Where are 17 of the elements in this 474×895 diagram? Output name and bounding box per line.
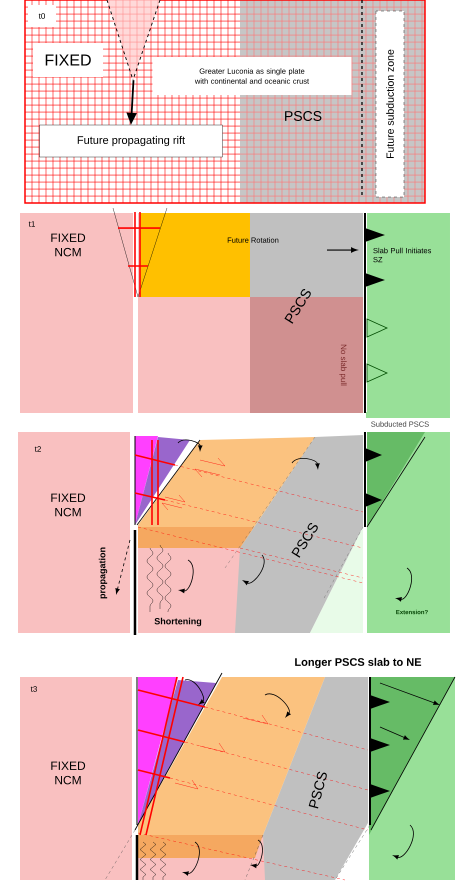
region-label: FIXED <box>33 43 103 78</box>
dashed-box: Future subduction zone <box>376 10 404 198</box>
note-text: Shortening <box>154 618 202 626</box>
region-label: PSCS <box>285 111 322 121</box>
heading-text: Longer PSCS slab to NE <box>295 658 422 668</box>
panel-label: t2 <box>34 446 41 452</box>
text-box: Future propagating rift <box>39 124 223 158</box>
panel-label: t1 <box>28 221 35 227</box>
panel-label: t3 <box>30 686 37 692</box>
note-text: propagation <box>98 548 108 598</box>
region-label: FIXED NCM <box>51 234 86 256</box>
note-text: No slab pull <box>339 344 347 386</box>
region-label: FIXED NCM <box>51 494 86 516</box>
region-label: FIXED NCM <box>51 762 86 784</box>
region-label: PSCS <box>308 772 327 809</box>
rift-drawing <box>106 0 160 80</box>
panel-label: t0 <box>28 5 56 28</box>
